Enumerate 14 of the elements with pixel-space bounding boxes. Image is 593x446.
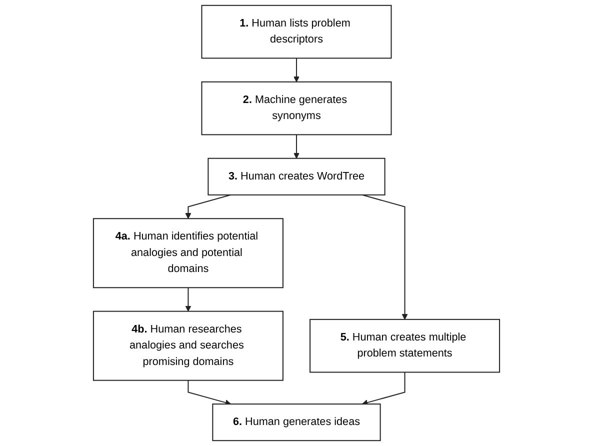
node-box: 2. Machine generates synonyms <box>201 81 392 136</box>
arrow <box>362 372 406 406</box>
arrow <box>188 380 232 406</box>
node-box: 6. Human generates ideas <box>212 404 381 442</box>
node-box: 1. Human lists problem descriptors <box>201 4 392 59</box>
node-box: 4b. Human researches analogies and searches promising domains <box>92 310 284 381</box>
arrow <box>294 134 300 159</box>
node-box: 3. Human creates WordTree <box>208 158 386 196</box>
arrow <box>362 194 408 320</box>
arrow <box>294 58 300 82</box>
node-box: 5. Human creates multiple problem statements <box>310 318 500 373</box>
arrow <box>185 194 231 219</box>
arrow <box>185 288 192 312</box>
node-box: 4a. Human identifies potential analogies and potential domains <box>92 218 284 288</box>
